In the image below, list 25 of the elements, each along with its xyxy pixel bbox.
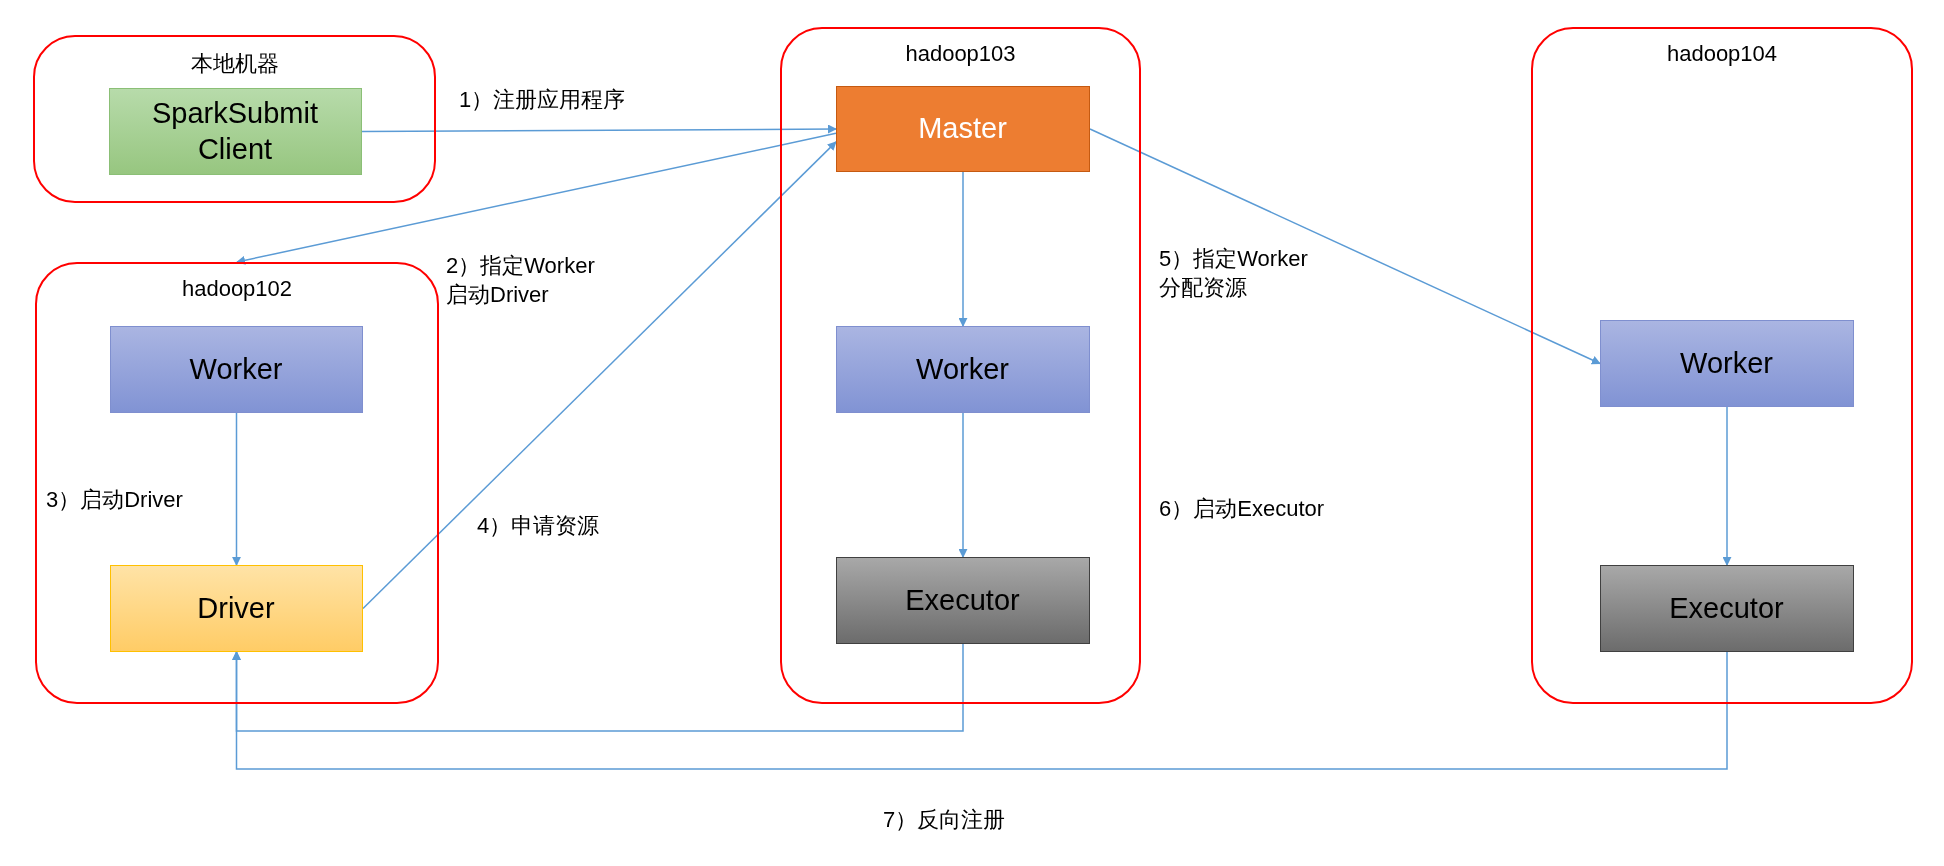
executor-box: Executor [1599, 564, 1854, 652]
worker-box: Worker [835, 325, 1090, 413]
arrow [1722, 406, 1732, 566]
arrow [232, 412, 241, 566]
host-title: hadoop102 [181, 276, 293, 302]
arrow [236, 132, 837, 265]
host-title: hadoop104 [1666, 41, 1778, 67]
executor-box: Executor [835, 556, 1090, 644]
host-title: hadoop103 [905, 41, 1016, 67]
arrow [361, 124, 837, 134]
worker-box: Worker [1599, 319, 1854, 407]
host-container [780, 27, 1141, 704]
host-container [33, 35, 436, 203]
arrow [958, 412, 968, 558]
master-box: Master [835, 85, 1090, 172]
worker-box: Worker [109, 325, 363, 413]
arrow [232, 651, 1728, 770]
arrow [362, 141, 837, 610]
host-container [35, 262, 439, 704]
arrow [1089, 128, 1601, 365]
client-box: SparkSubmit Client [108, 87, 362, 175]
arrow [958, 171, 968, 327]
host-title: 本地机器 [190, 50, 279, 78]
host-container [1531, 27, 1913, 704]
driver-box: Driver [109, 564, 363, 652]
